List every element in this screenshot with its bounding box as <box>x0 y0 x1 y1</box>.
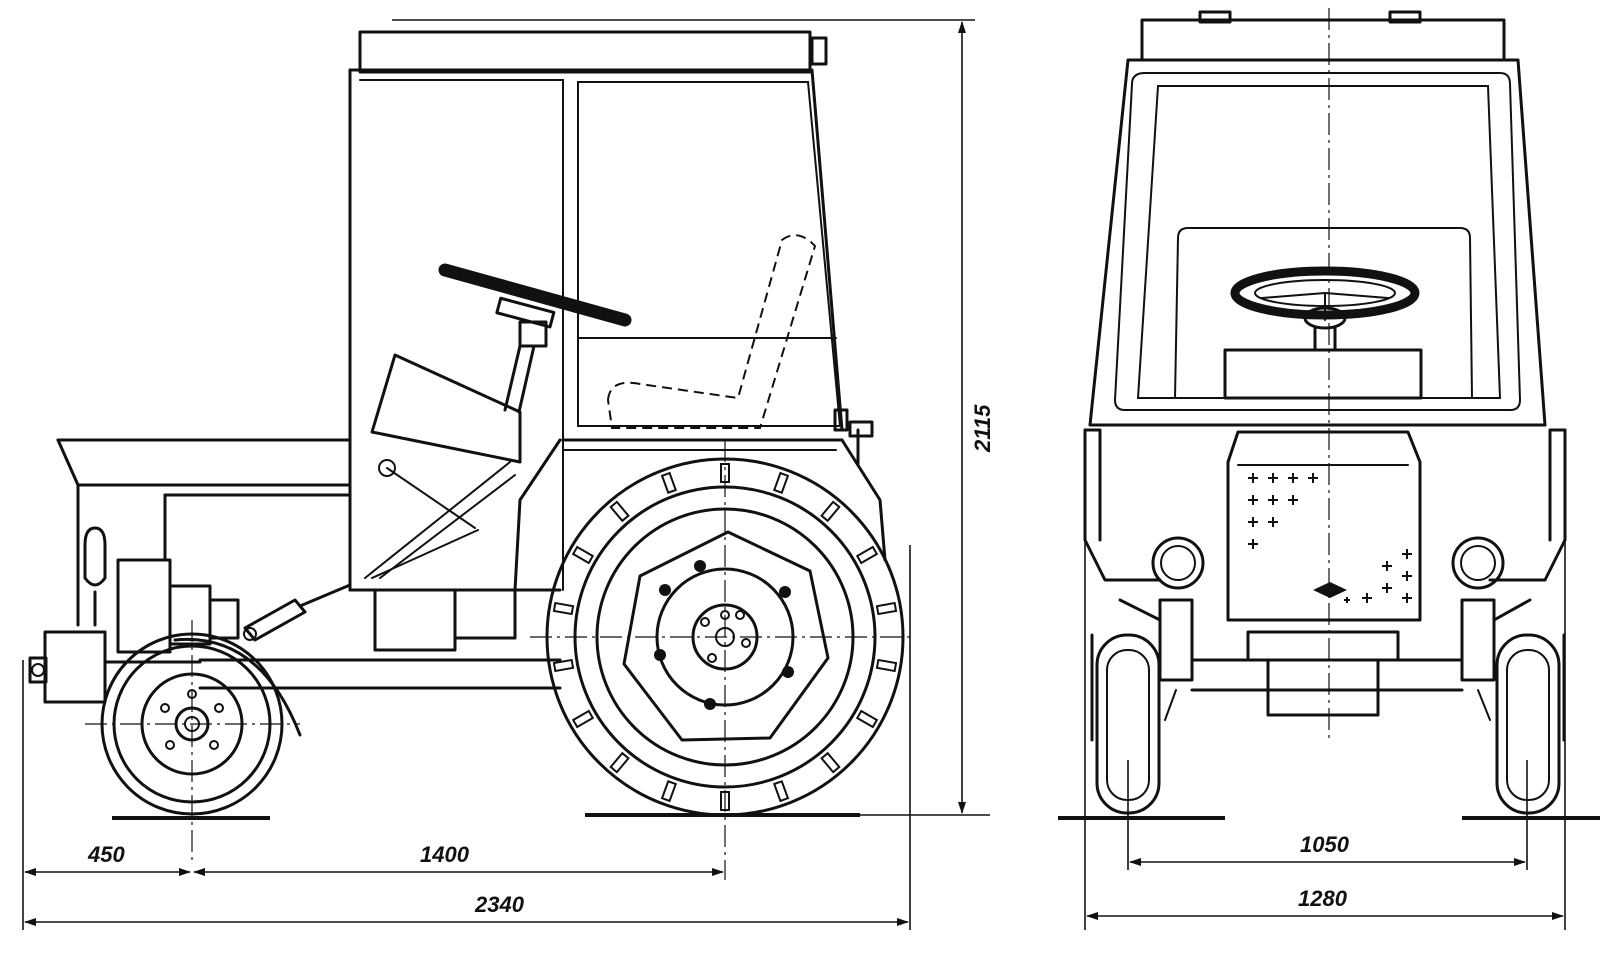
dim-overall-length-label: 2340 <box>474 892 525 917</box>
front-headlights <box>1151 536 1505 590</box>
front-cab-lower <box>1083 428 1567 582</box>
front-dimensions <box>1084 540 1566 930</box>
grille-marks <box>1248 473 1412 603</box>
side-pedal-linkage <box>364 459 516 579</box>
front-steering-wheel <box>1230 266 1420 352</box>
side-rear-wheel <box>530 440 915 880</box>
dim-overall-width-label: 1280 <box>1298 886 1348 911</box>
front-axle <box>1118 598 1532 721</box>
dim-front-overhang-label: 450 <box>87 842 125 867</box>
dim-track-width-label: 1050 <box>1300 832 1350 857</box>
front-cab <box>1088 10 1547 427</box>
side-dashboard <box>370 353 522 464</box>
side-cab <box>348 30 849 592</box>
side-front-grille <box>83 526 240 654</box>
front-right-wheel <box>1462 633 1600 820</box>
side-front-bumper <box>28 630 202 704</box>
side-front-wheel <box>85 620 302 860</box>
side-hydraulic-cylinder <box>243 583 352 642</box>
side-steering-wheel <box>438 263 632 414</box>
side-frame <box>198 420 887 690</box>
front-view <box>1058 8 1600 930</box>
front-left-wheel <box>1058 633 1225 820</box>
dim-wheelbase-label: 1400 <box>420 842 470 867</box>
dim-overall-height-label: 2115 <box>970 404 995 453</box>
side-dimensions <box>22 19 990 930</box>
side-seat <box>606 234 817 429</box>
side-view <box>22 19 990 930</box>
front-radiator-grille <box>1226 430 1422 622</box>
